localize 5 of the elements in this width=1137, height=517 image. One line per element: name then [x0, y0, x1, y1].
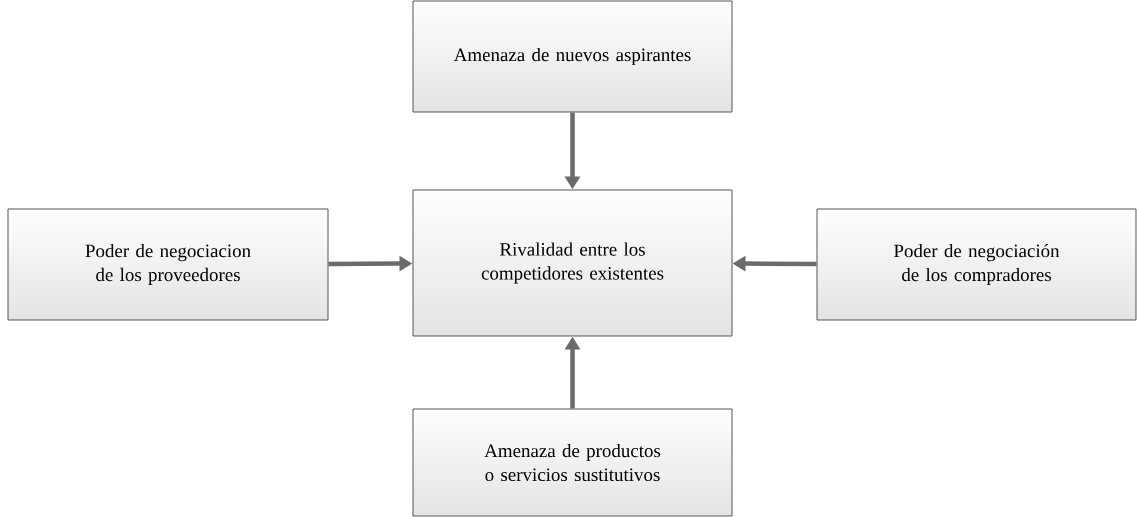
process-box: Poder de negociación de los compradores	[816, 208, 1137, 321]
process-box: Poder de negociacion de los proveedores	[7, 208, 329, 321]
process-box: Amenaza de productos o servicios sustitutivos	[412, 408, 733, 517]
process-box: Amenaza de nuevos aspirantes	[412, 0, 733, 113]
process-box: Rivalidad entre los competidores existentes	[412, 189, 733, 337]
